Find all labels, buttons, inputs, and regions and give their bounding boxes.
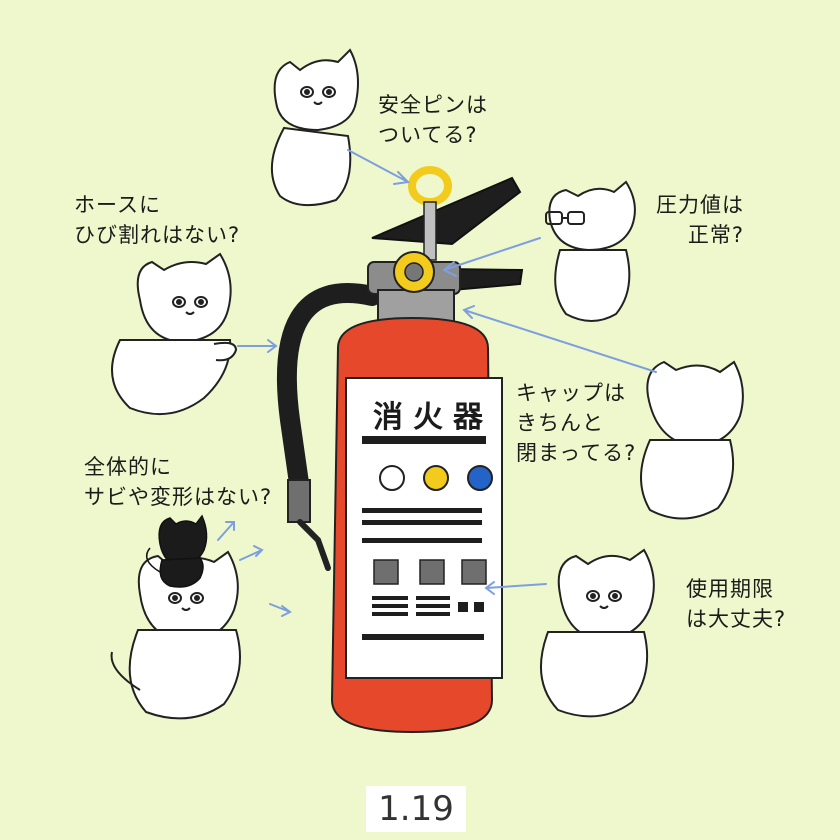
question-safety-pin: 安全ピンは ついてる? (378, 93, 488, 147)
hose-nozzle (287, 479, 311, 523)
safety-pin-ring (408, 166, 452, 206)
pointer-arrows (217, 149, 657, 617)
extinguisher-label: 消火器 (373, 400, 493, 435)
indicator-white (379, 465, 405, 491)
indicator-blue (467, 465, 493, 491)
cat-left (111, 252, 238, 416)
indicator-yellow (423, 465, 449, 491)
cat-bottom-right (539, 548, 655, 718)
question-pressure: 圧力値は 正常? (656, 193, 744, 247)
cat-bottom-left (110, 550, 241, 720)
safety-pin-stem (423, 201, 437, 261)
black-cat (145, 514, 208, 588)
question-body: 全体的に サビや変形はない? (84, 455, 273, 509)
fire-extinguisher (277, 166, 524, 734)
cat-top (270, 48, 359, 207)
cat-glasses (545, 180, 636, 322)
question-cap: キャップは きちんと 閉まってる? (516, 381, 637, 465)
label-panel (345, 377, 503, 679)
cat-right-back (640, 360, 744, 520)
hose (277, 283, 382, 500)
question-expiry: 使用期限 は大丈夫? (686, 577, 787, 631)
date-badge: 1.19 (366, 786, 466, 832)
question-hose: ホースに ひび割れはない? (74, 193, 241, 247)
